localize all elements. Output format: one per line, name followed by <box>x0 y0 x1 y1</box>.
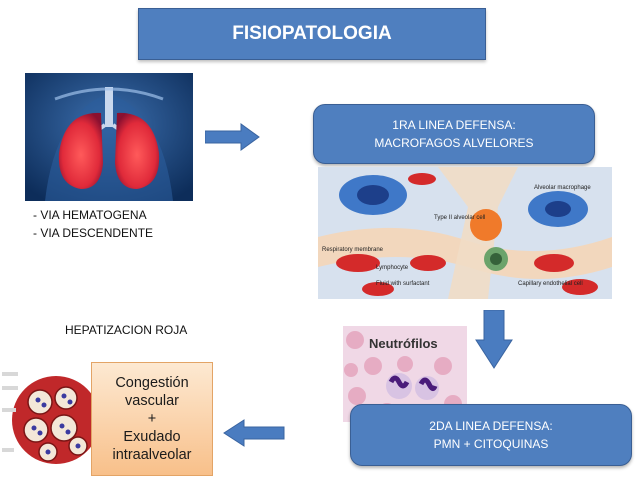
label-lymphocyte: Lymphocyte <box>376 265 409 271</box>
congestion-line: + <box>147 411 157 427</box>
neutrophils-label: Neutrófilos <box>369 336 438 351</box>
route-item: - VIA HEMATOGENA <box>33 208 147 222</box>
congestion-box: Congestión vascular + Exudado intraalveo… <box>91 362 213 476</box>
congestion-line: intraalveolar <box>112 447 192 463</box>
first-defense-line2: MACROFAGOS ALVELORES <box>374 136 534 150</box>
label-fluid-surfactant: Fluid with surfactant <box>376 281 430 287</box>
label-capillary-cell: Capillary endothelial cell <box>518 281 583 287</box>
left-arrow-icon <box>223 419 285 447</box>
title-box: FISIOPATOLOGIA <box>138 8 486 60</box>
first-defense-line1: 1RA LINEA DEFENSA: <box>392 118 516 132</box>
second-defense-box: 2DA LINEA DEFENSA: PMN + CITOQUINAS <box>350 404 632 466</box>
hepatization-image <box>0 362 98 474</box>
congestion-line: Exudado <box>123 429 181 445</box>
congestion-line: Congestión <box>115 375 189 391</box>
hepatization-label: HEPATIZACION ROJA <box>65 323 188 337</box>
second-defense-line1: 2DA LINEA DEFENSA: <box>429 419 553 433</box>
label-respiratory-membrane: Respiratory membrane <box>322 247 384 253</box>
page-title: FISIOPATOLOGIA <box>232 23 392 44</box>
congestion-line: vascular <box>125 393 179 409</box>
first-defense-box: 1RA LINEA DEFENSA: MACROFAGOS ALVELORES <box>313 104 595 164</box>
lungs-image <box>25 73 193 201</box>
down-arrow-icon <box>475 310 513 369</box>
route-item: - VIA DESCENDENTE <box>33 226 154 240</box>
label-alveolar-macrophage: Alveolar macrophage <box>534 185 591 191</box>
right-arrow-icon <box>205 123 260 151</box>
alveolar-illustration: Alveolar macrophage Type II alveolar cel… <box>318 167 612 299</box>
routes-list: - VIA HEMATOGENA - VIA DESCENDENTE <box>33 206 153 242</box>
label-type-ii-cell: Type II alveolar cell <box>434 215 485 221</box>
second-defense-line2: PMN + CITOQUINAS <box>433 437 549 451</box>
